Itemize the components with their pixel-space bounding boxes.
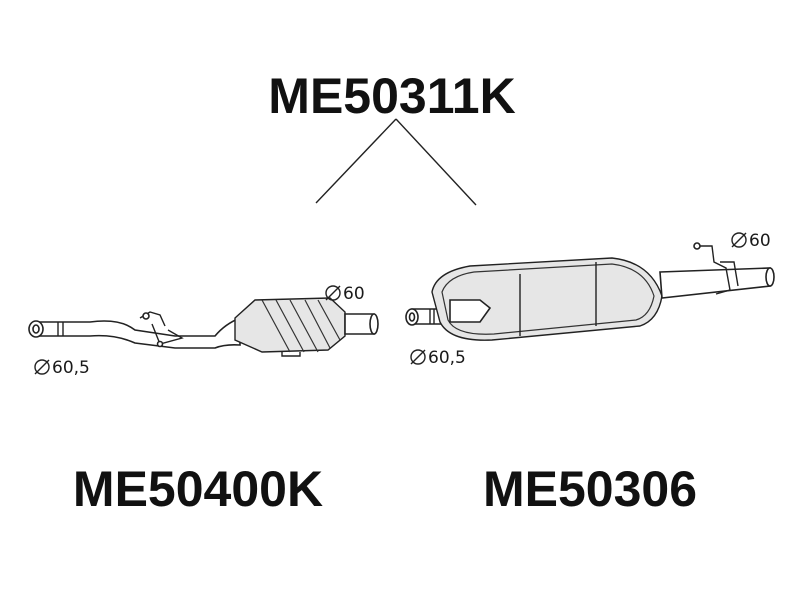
front-hanger-clip (156, 340, 164, 348)
converter-lower-tab (281, 352, 301, 357)
front-part-code: ME50400K (73, 461, 323, 517)
diameter-icon (731, 232, 747, 248)
front-outlet-diameter: 60 (343, 284, 365, 304)
front-hanger-pin (142, 312, 150, 320)
diameter-icon-slash (325, 285, 341, 301)
connector-line-left (315, 118, 397, 204)
diameter-icon-slash (34, 359, 50, 375)
front-part-drawing (28, 297, 379, 357)
diameter-icon (410, 349, 426, 365)
front-inlet-diameter: 60,5 (52, 358, 90, 378)
rear-inlet-diameter: 60,5 (428, 348, 466, 368)
assembly-code: ME50311K (268, 68, 515, 124)
split-connector (315, 118, 477, 206)
dim-rear-inlet: 60,5 (410, 348, 466, 368)
rear-outlet-opening (765, 267, 775, 287)
rear-hanger-bracket (700, 245, 739, 295)
front-inlet-pipe (35, 316, 241, 349)
rear-outlet-diameter: 60 (749, 231, 771, 251)
rear-hanger-pin (693, 242, 701, 250)
dim-front-inlet: 60,5 (34, 358, 90, 378)
diameter-icon (325, 285, 341, 301)
front-outlet-opening (369, 313, 379, 335)
rear-inlet-bore (408, 312, 416, 322)
connector-line-right (395, 118, 477, 206)
diameter-icon (34, 359, 50, 375)
rear-part-code: ME50306 (483, 461, 697, 517)
rear-outlet-pipe (659, 267, 771, 299)
silencer-panel-lines (519, 262, 597, 336)
converter-ribs (261, 299, 341, 353)
dim-rear-outlet: 60 (731, 231, 771, 251)
silencer-body (431, 257, 663, 341)
rear-part-drawing (405, 242, 775, 341)
rear-inlet-ring (429, 309, 435, 324)
dim-front-outlet: 60 (325, 284, 365, 304)
silencer-inlet-collar (449, 299, 492, 323)
silencer-seam (441, 263, 655, 335)
diameter-icon-slash (731, 232, 747, 248)
diameter-icon-slash (410, 349, 426, 365)
front-inlet-ring (57, 322, 64, 336)
front-inlet-bore (32, 324, 40, 334)
